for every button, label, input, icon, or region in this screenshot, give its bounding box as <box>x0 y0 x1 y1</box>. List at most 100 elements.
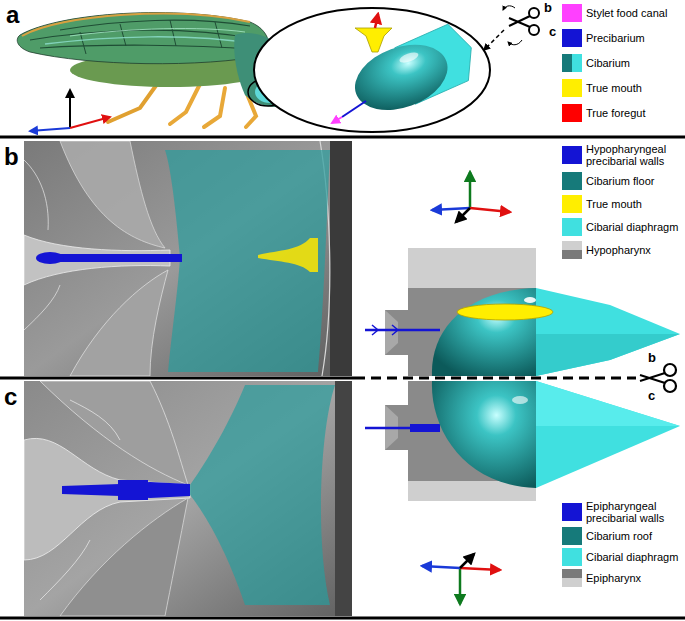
panel-letter: c <box>4 385 17 409</box>
scissors-symbol <box>503 6 539 45</box>
legend-label: Cibarium floor <box>586 175 682 187</box>
cibarium-model <box>536 381 680 426</box>
axes-c <box>460 554 474 568</box>
scissors-symbol <box>529 8 539 18</box>
insect-wing <box>70 29 245 36</box>
legend-label: True mouth <box>586 198 682 210</box>
legend-item: True foregut <box>562 104 682 122</box>
true-mouth-overlay <box>258 238 318 272</box>
precibarial-walls-overlay <box>36 252 182 264</box>
panel-divider <box>355 377 636 380</box>
panel-divider <box>0 617 685 620</box>
sem-image <box>24 141 352 376</box>
cibarium-model <box>512 396 528 404</box>
foregut-arrow <box>375 14 378 28</box>
legend-label: Cibarial diaphragm <box>586 221 682 233</box>
cibarium-model <box>536 334 680 376</box>
precibarium-model <box>342 101 366 117</box>
foregut-arrow <box>375 14 378 28</box>
legend-label: True mouth <box>586 82 682 94</box>
insect-wing <box>45 37 255 44</box>
sem-image <box>24 141 352 376</box>
legend-item: Cibarium <box>562 54 682 72</box>
precibarium-model <box>372 325 398 335</box>
scissors-symbol <box>509 16 530 26</box>
sem-image <box>24 381 352 616</box>
legend-label: Epipharyngeal precibarial walls <box>586 500 682 524</box>
scissors-letter: b <box>648 351 656 364</box>
scissors-letter: b <box>544 1 552 14</box>
legend-item: True mouth <box>562 195 682 213</box>
legend-swatch <box>562 104 582 122</box>
insect-legs <box>170 84 200 124</box>
axes-b <box>470 208 510 212</box>
legend-label: Cibarium <box>586 57 682 69</box>
cibarium-model <box>345 19 483 122</box>
legend-label: Cibarium roof <box>586 530 682 542</box>
cibarium-model <box>346 33 457 122</box>
legend-swatch <box>562 29 582 47</box>
legend-item: Hypopharynx <box>562 241 682 259</box>
cibarium-model <box>398 50 420 64</box>
insect-legs <box>108 80 256 127</box>
sem-image <box>24 160 48 230</box>
axes-b <box>432 172 510 222</box>
insect-wing <box>40 45 266 50</box>
panel-divider <box>0 136 685 139</box>
legend-swatch <box>562 172 582 190</box>
hypopharynx-model <box>385 310 408 355</box>
true-mouth-overlay <box>258 238 318 272</box>
legend-label: Precibarium <box>586 32 682 44</box>
legend-swatch <box>562 569 582 587</box>
axes-a <box>30 90 110 131</box>
axes-a <box>69 90 71 128</box>
legend-item: Cibarium roof <box>562 527 682 545</box>
scissors-letter: c <box>648 389 655 402</box>
axes-c <box>422 554 500 604</box>
cut-arrow <box>484 30 504 50</box>
precibarium-model <box>365 325 440 335</box>
legend-item: Cibarial diaphragm <box>562 218 682 236</box>
precibarial-walls-overlay <box>62 480 190 500</box>
precibarial-walls-overlay <box>118 480 148 500</box>
legend-swatch <box>562 548 582 566</box>
axes-c <box>459 568 462 604</box>
legend-item: Epipharyngeal precibarial walls <box>562 500 682 524</box>
legend-swatch <box>562 503 582 521</box>
sem-image <box>60 141 165 248</box>
legend-swatch <box>562 195 582 213</box>
cibarium-roof-overlay <box>188 385 335 605</box>
scissors-symbol <box>664 380 676 392</box>
legend-swatch <box>562 4 582 22</box>
cibarium-model <box>432 288 680 376</box>
legend-item: Cibarium floor <box>562 172 682 190</box>
cibarium-roof-overlay <box>188 385 335 605</box>
legend-swatch <box>562 146 582 164</box>
panel-letter: b <box>4 145 19 169</box>
legend-label: Cibarial diaphragm <box>586 551 682 563</box>
cibarium-model <box>536 288 680 376</box>
axes-c <box>422 566 460 568</box>
legend-label: True foregut <box>586 107 682 119</box>
cibarium-model <box>457 304 553 320</box>
precibarium-model <box>410 424 440 432</box>
scissors-symbol <box>503 6 515 10</box>
epipharynx-model <box>385 381 536 501</box>
insect-wing <box>30 30 262 40</box>
hypopharynx-model <box>408 288 536 376</box>
legend-swatch <box>562 54 582 72</box>
sem-image <box>70 270 168 376</box>
sem-image <box>335 381 352 616</box>
panel-divider <box>0 377 355 380</box>
precibarium-model <box>365 424 440 432</box>
legend-swatch-tone <box>572 54 582 72</box>
legend-item: Precibarium <box>562 29 682 47</box>
legend-group: Hypopharyngeal precibarial wallsCibarium… <box>562 143 682 264</box>
insect-legs <box>204 88 225 127</box>
sem-image <box>24 285 60 330</box>
axes-b <box>432 208 470 210</box>
cibarium-floor-overlay <box>165 150 330 372</box>
legend-swatch <box>562 79 582 97</box>
